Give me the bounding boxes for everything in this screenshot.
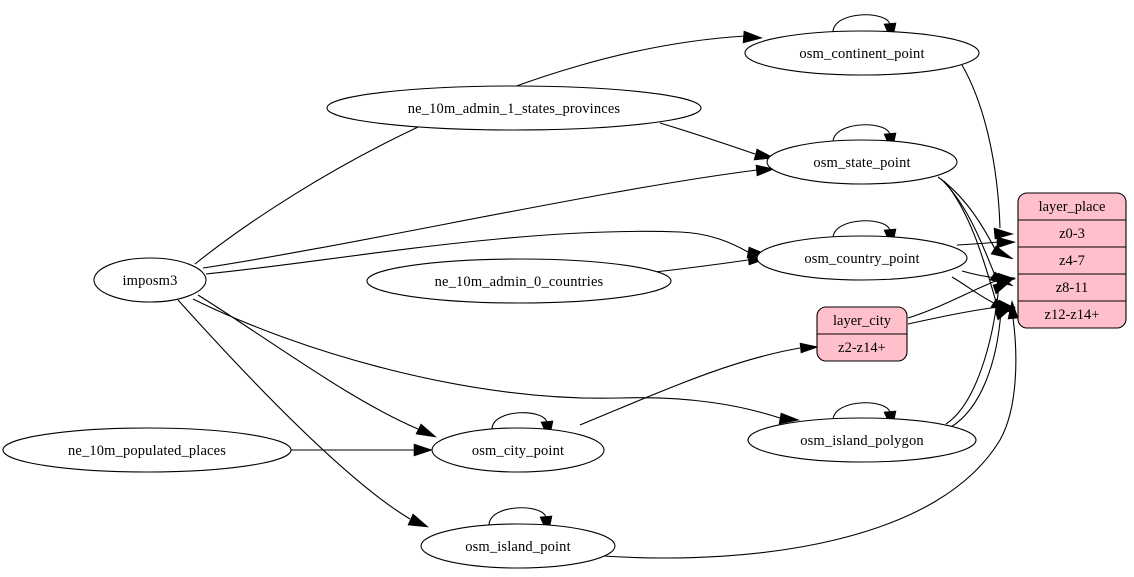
- edge-ne-populated-to-osm-city-point: [291, 443, 433, 457]
- record-layer-place-header: layer_place: [1039, 199, 1106, 215]
- node-osm-island-point-label: osm_island_point: [465, 539, 571, 555]
- record-layer-place-row-z0-3[interactable]: z0-3: [1059, 226, 1085, 242]
- node-ne-10m-admin-1-states-provinces[interactable]: ne_10m_admin_1_states_provinces: [326, 85, 702, 131]
- edge-ne-admin0-to-osm-country-point: [654, 254, 768, 273]
- node-osm-country-point-shape[interactable]: [756, 235, 968, 281]
- record-layer-city-header: layer_city: [833, 313, 892, 329]
- node-osm-state-point[interactable]: osm_state_point: [766, 139, 958, 185]
- record-layer-city[interactable]: layer_city z2-z14+: [816, 306, 908, 362]
- record-layer-place[interactable]: layer_place z0-3 z4-7 z8-11 z12-z14+: [1017, 192, 1127, 329]
- node-osm-state-point-label: osm_state_point: [813, 155, 910, 171]
- node-osm-island-point-shape[interactable]: [420, 523, 616, 569]
- edge-osm-island-polygon-to-layer-place-z8-11: [945, 279, 1013, 425]
- node-osm-island-polygon-shape[interactable]: [747, 417, 977, 463]
- node-osm-island-polygon-label: osm_island_polygon: [800, 433, 924, 449]
- edge-osm-country-point-to-layer-place-z4-7: [956, 236, 1017, 249]
- record-layer: layer_place z0-3 z4-7 z8-11 z12-z14+ lay…: [816, 192, 1127, 362]
- node-ne-10m-populated-places[interactable]: ne_10m_populated_places: [2, 427, 292, 473]
- record-layer-place-body[interactable]: [1017, 192, 1127, 329]
- node-ne-10m-admin-0-countries[interactable]: ne_10m_admin_0_countries: [366, 258, 672, 304]
- node-ne-admin0-shape[interactable]: [366, 258, 672, 304]
- node-imposm3[interactable]: imposm3: [93, 257, 207, 303]
- node-ne-populated-label: ne_10m_populated_places: [68, 443, 226, 459]
- node-osm-continent-point-label: osm_continent_point: [799, 46, 924, 62]
- edge-osm-island-polygon-to-layer-place-z12-z14: [950, 306, 1014, 428]
- node-osm-island-point[interactable]: osm_island_point: [420, 523, 616, 569]
- node-ne-admin0-label: ne_10m_admin_0_countries: [435, 274, 604, 290]
- edge-ne-admin1-to-osm-state-point: [659, 122, 776, 161]
- record-layer-city-row-z2-z14[interactable]: z2-z14+: [838, 340, 886, 356]
- node-ne-admin1-shape[interactable]: [326, 85, 702, 131]
- node-osm-country-point[interactable]: osm_country_point: [756, 235, 968, 281]
- node-imposm3-shape[interactable]: [93, 257, 207, 303]
- edge-osm-continent-point-to-layer-place-z0-3: [961, 64, 1015, 240]
- node-imposm3-label: imposm3: [122, 273, 177, 289]
- record-layer-place-row-z8-11[interactable]: z8-11: [1056, 280, 1088, 296]
- node-osm-city-point[interactable]: osm_city_point: [431, 427, 605, 473]
- node-osm-city-point-label: osm_city_point: [472, 443, 564, 459]
- edge-osm-island-point-to-layer-place-z12-z14: [602, 299, 1019, 559]
- edge-osm-city-point-to-layer-city-z2-z14: [579, 342, 820, 426]
- edge-imposm3-to-osm-country-point: [205, 230, 768, 275]
- record-layer-place-row-z12-z14[interactable]: z12-z14+: [1045, 307, 1100, 323]
- edge-imposm3-to-osm-island-point: [177, 299, 429, 528]
- node-layer: imposm3 ne_10m_admin_1_states_provinces …: [2, 30, 980, 569]
- node-osm-continent-point-shape[interactable]: [744, 30, 980, 76]
- node-osm-city-point-shape[interactable]: [431, 427, 605, 473]
- node-osm-state-point-shape[interactable]: [766, 139, 958, 185]
- edge-imposm3-to-osm-continent-point: [194, 30, 763, 265]
- node-ne-populated-shape[interactable]: [2, 427, 292, 473]
- node-osm-country-point-label: osm_country_point: [804, 251, 919, 267]
- node-ne-admin1-label: ne_10m_admin_1_states_provinces: [408, 101, 621, 117]
- edge-imposm3-to-osm-island-polygon: [192, 298, 801, 425]
- node-osm-continent-point[interactable]: osm_continent_point: [744, 30, 980, 76]
- edge-imposm3-to-osm-city-point: [197, 294, 437, 438]
- record-layer-place-row-z4-7[interactable]: z4-7: [1059, 253, 1085, 269]
- node-osm-island-polygon[interactable]: osm_island_polygon: [747, 417, 977, 463]
- edge-imposm3-to-osm-state-point: [202, 164, 775, 269]
